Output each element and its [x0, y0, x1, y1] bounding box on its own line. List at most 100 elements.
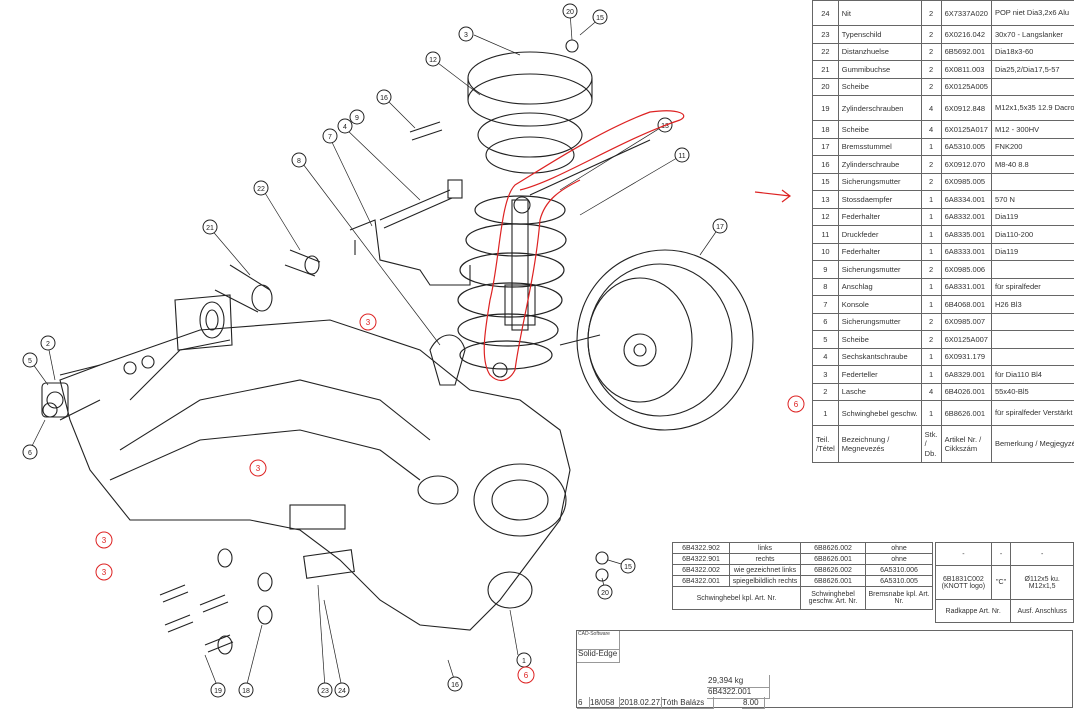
scale-value: 8.00: [742, 697, 765, 709]
svg-text:2: 2: [46, 341, 50, 348]
red-mark-6b: 6: [518, 667, 534, 683]
svg-text:6: 6: [28, 450, 32, 457]
red-mark-6a: 6: [788, 396, 804, 412]
parts-cell-name: Sicherungsmutter: [838, 261, 921, 279]
callout-16: 16: [377, 90, 391, 104]
parts-cell-article: 6A8333.001: [941, 243, 991, 261]
title-block: CAD-Software Solid-Edge 29,394 kg 6B4322…: [576, 630, 1073, 708]
variant-cell: ohne: [866, 554, 933, 565]
vext-type: "C": [991, 566, 1011, 600]
svg-text:8: 8: [297, 158, 301, 165]
parts-cell-name: Bremsstummel: [838, 138, 921, 156]
variant-cell: 6B4322.902: [673, 543, 730, 554]
parts-cell-article: 6X0985.007: [941, 313, 991, 331]
callout-20b: 20: [598, 585, 612, 599]
vext-connection: Ø112x5 ku. M12x1,5: [1011, 566, 1074, 600]
callout-1: 1: [517, 653, 531, 667]
parts-cell-article: 6X0216.042: [941, 26, 991, 44]
variant-cell: 6B8626.001: [801, 554, 866, 565]
callout-2: 2: [41, 336, 55, 350]
parts-cell-qty: 1: [921, 208, 941, 226]
parts-cell-qty: 2: [921, 1, 941, 26]
callout-16b: 16: [448, 677, 462, 691]
parts-cell-name: Zylinderschrauben: [838, 96, 921, 121]
parts-cell-remark: FNK200: [991, 138, 1074, 156]
variant-cell: 6B8626.001: [801, 576, 866, 587]
parts-cell-article: 6A5310.005: [941, 138, 991, 156]
parts-cell-name: Sicherungsmutter: [838, 313, 921, 331]
parts-cell-article: 6X0985.005: [941, 173, 991, 191]
variant-cell: 6A5310.006: [866, 565, 933, 576]
svg-text:3: 3: [256, 464, 261, 473]
variant-header-cell: Schwinghebel geschw. Art. Nr.: [801, 587, 866, 610]
parts-cell-name: Stossdaempfer: [838, 191, 921, 209]
variant-cell: 6B4322.002: [673, 565, 730, 576]
callout-18: 18: [239, 683, 253, 697]
parts-cell-no: 19: [813, 96, 839, 121]
variant-cell: 6B8626.002: [801, 565, 866, 576]
parts-cell-remark: 570 N: [991, 191, 1074, 209]
svg-text:18: 18: [242, 688, 250, 695]
parts-cell-qty: 2: [921, 313, 941, 331]
svg-text:17: 17: [716, 224, 724, 231]
parts-cell-no: 2: [813, 383, 839, 401]
parts-cell-remark: [991, 173, 1074, 191]
parts-cell-no: 15: [813, 173, 839, 191]
parts-cell-remark: [991, 78, 1074, 96]
vext-hdr-anschluss: Ausf. Anschluss: [1011, 600, 1074, 623]
callout-20: 20: [563, 4, 577, 18]
parts-cell-name: Federteller: [838, 366, 921, 384]
parts-cell-qty: 1: [921, 138, 941, 156]
parts-cell-no: 5: [813, 331, 839, 349]
parts-cell-remark: [991, 313, 1074, 331]
vext-top-2: -: [991, 543, 1011, 566]
vext-article: 6B1831C002 (KNOTT logo): [936, 566, 992, 600]
variant-header-row: Schwinghebel kpl. Art. Nr.Schwinghebel g…: [673, 587, 933, 610]
callout-5: 5: [23, 353, 37, 367]
parts-cell-remark: Dia119: [991, 243, 1074, 261]
parts-cell-qty: 1: [921, 278, 941, 296]
solid-edge-label: Solid-Edge: [577, 648, 620, 663]
parts-cell-qty: 1: [921, 191, 941, 209]
parts-cell-remark: für spiralfeder: [991, 278, 1074, 296]
vext-hdr-radkappe: Radkappe Art. Nr.: [936, 600, 1011, 623]
callout-6: 6: [23, 445, 37, 459]
parts-cell-article: 6X0931.179: [941, 348, 991, 366]
parts-cell-name: Sechskantschraube: [838, 348, 921, 366]
parts-cell-article: 6A8334.001: [941, 191, 991, 209]
variant-cell: 6B4322.001: [673, 576, 730, 587]
callout-22: 22: [254, 181, 268, 195]
parts-cell-article: 6X0811.003: [941, 61, 991, 79]
vext-top-3: -: [1011, 543, 1074, 566]
variant-cell: 6A5310.005: [866, 576, 933, 587]
callout-4: 4: [338, 119, 352, 133]
callout-17: 17: [713, 219, 727, 233]
variant-header-cell: Schwinghebel kpl. Art. Nr.: [673, 587, 801, 610]
callout-24: 24: [335, 683, 349, 697]
svg-text:3: 3: [102, 536, 107, 545]
parts-cell-article: 6X0125A007: [941, 331, 991, 349]
callout-19: 19: [211, 683, 225, 697]
variant-cell: rechts: [730, 554, 801, 565]
parts-cell-qty: 2: [921, 261, 941, 279]
svg-text:15: 15: [596, 15, 604, 22]
parts-cell-no: 13: [813, 191, 839, 209]
red-mark-3d: 3: [96, 564, 112, 580]
parts-cell-name: Nit: [838, 1, 921, 26]
callout-12: 12: [426, 52, 440, 66]
variant-cell: links: [730, 543, 801, 554]
variant-cell: spiegelbildlich rechts: [730, 576, 801, 587]
svg-text:21: 21: [206, 225, 214, 232]
parts-cell-qty: 2: [921, 173, 941, 191]
variant-cell: wie gezeichnet links: [730, 565, 801, 576]
svg-text:6: 6: [524, 671, 529, 680]
